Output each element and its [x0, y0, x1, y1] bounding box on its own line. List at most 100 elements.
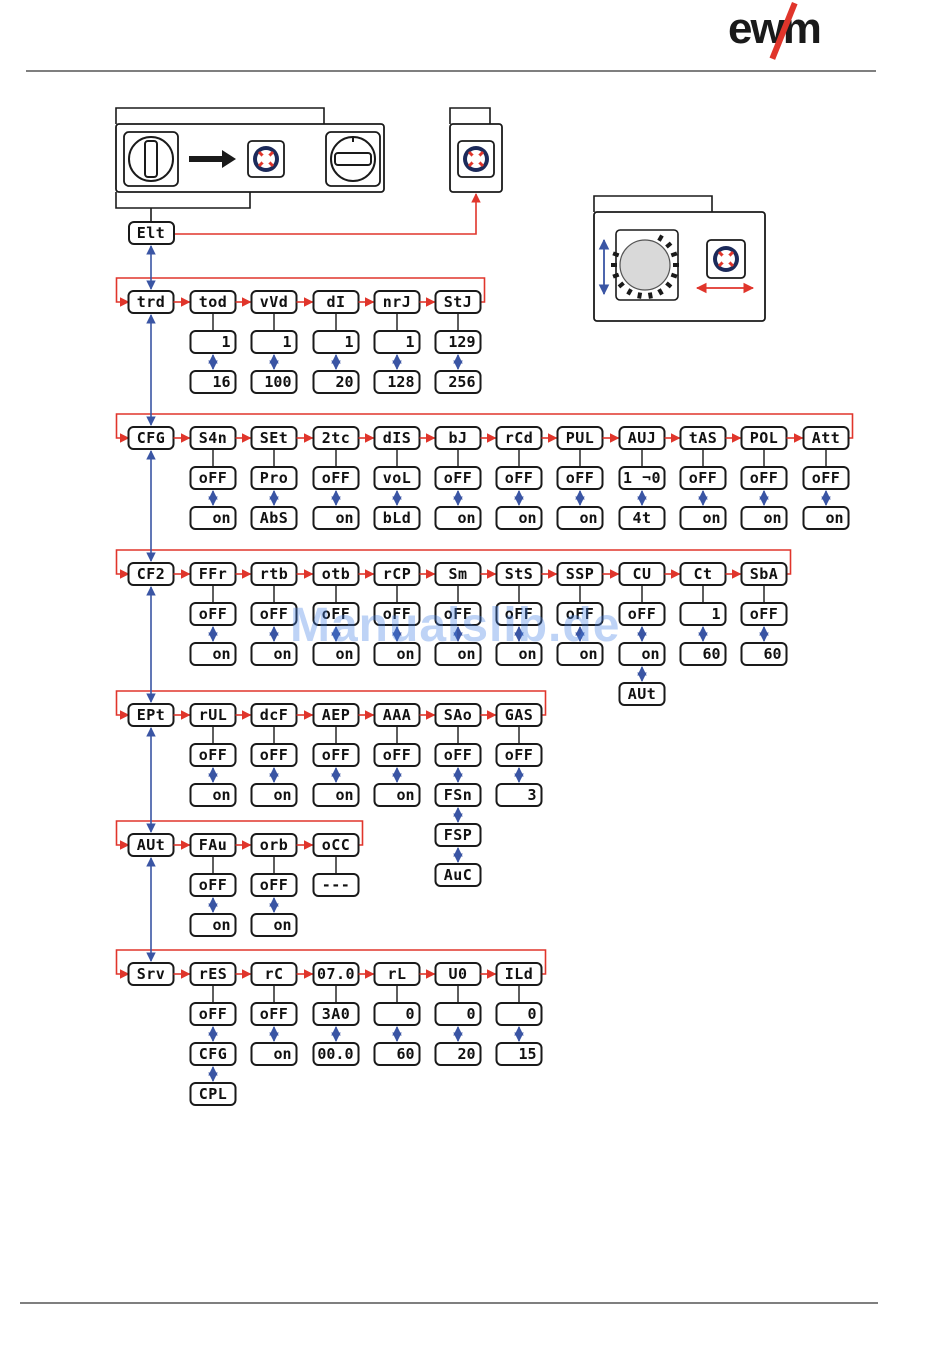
- value-box: on: [373, 783, 421, 807]
- value-box-label: voL: [383, 469, 412, 487]
- parameter-node: dIS: [373, 426, 421, 450]
- knob-tick: [657, 234, 664, 242]
- value-box: Pro: [250, 466, 298, 490]
- value-box: 3A0: [312, 1002, 360, 1026]
- value-box-label: CFG: [199, 1045, 228, 1063]
- parameter-node: tod: [189, 290, 237, 314]
- knob-tick: [670, 251, 678, 258]
- value-box: oFF: [250, 1002, 298, 1026]
- value-box-label: oFF: [322, 746, 351, 764]
- value-box-label: on: [335, 509, 353, 527]
- value-box-label: 3: [527, 786, 536, 804]
- value-box: on: [434, 642, 482, 666]
- value-box-label: on: [641, 645, 659, 663]
- value-box: oFF: [250, 873, 298, 897]
- row-loop-arrow: [115, 949, 547, 979]
- parameter-node-label: rC: [264, 965, 283, 983]
- parameter-node-label: FFr: [199, 565, 228, 583]
- parameter-node: rC: [250, 962, 298, 986]
- value-box: oFF: [556, 602, 604, 626]
- value-box-label: 00.0: [317, 1045, 353, 1063]
- parameter-node-label: CU: [632, 565, 651, 583]
- arrow-right-icon: [189, 150, 236, 168]
- parameter-node-label: S4n: [199, 429, 228, 447]
- value-box: FSP: [434, 823, 482, 847]
- value-box-label: 3A0: [322, 1005, 351, 1023]
- value-box: on: [312, 506, 360, 530]
- value-box: oFF: [802, 466, 850, 490]
- parameter-node-label: nrJ: [383, 293, 412, 311]
- parameter-node: nrJ: [373, 290, 421, 314]
- value-box-label: 0: [405, 1005, 414, 1023]
- parameter-node-label: tAS: [689, 429, 718, 447]
- menu-node-srv-label: Srv: [137, 965, 166, 983]
- parameter-node: rL: [373, 962, 421, 986]
- value-box-label: 1: [221, 333, 230, 351]
- control-panel-main: [115, 107, 385, 209]
- watermark: Manualslib.de: [290, 599, 621, 652]
- value-box-label: on: [212, 916, 230, 934]
- value-box-label: on: [273, 916, 291, 934]
- parameter-node-label: rL: [387, 965, 406, 983]
- parameter-node-label: PUL: [566, 429, 595, 447]
- menu-node-cfg: CFG: [127, 426, 175, 450]
- value-box: bLd: [373, 506, 421, 530]
- value-box: on: [556, 642, 604, 666]
- value-box: 60: [373, 1042, 421, 1066]
- parameter-node: vVd: [250, 290, 298, 314]
- value-box: 20: [434, 1042, 482, 1066]
- parameter-node: bJ: [434, 426, 482, 450]
- knob-tick: [612, 251, 620, 258]
- value-box-label: 4t: [632, 509, 651, 527]
- parameter-node-label: ILd: [505, 965, 534, 983]
- parameter-node: SEt: [250, 426, 298, 450]
- parameter-node: GAS: [495, 703, 543, 727]
- value-box-label: oFF: [383, 746, 412, 764]
- parameter-node: 07.0: [312, 962, 360, 986]
- parameter-node: SbA: [740, 562, 788, 586]
- parameter-node-label: SbA: [750, 565, 779, 583]
- value-box: AuC: [434, 863, 482, 887]
- value-box: 128: [373, 370, 421, 394]
- parameter-node: FFr: [189, 562, 237, 586]
- value-box: 100: [250, 370, 298, 394]
- navigation-legend-panel: [593, 195, 766, 322]
- value-box: CPL: [189, 1082, 237, 1106]
- parameter-node: otb: [312, 562, 360, 586]
- value-box: on: [495, 642, 543, 666]
- value-box-label: 0: [527, 1005, 536, 1023]
- value-box-label: 128: [387, 373, 414, 391]
- value-box-label: 60: [702, 645, 720, 663]
- value-box-label: oFF: [812, 469, 841, 487]
- value-box: on: [189, 913, 237, 937]
- value-box: AbS: [250, 506, 298, 530]
- parameter-node-label: rCP: [383, 565, 412, 583]
- value-box: oFF: [434, 743, 482, 767]
- value-box-label: oFF: [260, 746, 289, 764]
- parameter-node-label: AEP: [322, 706, 351, 724]
- parameter-node: AUJ: [618, 426, 666, 450]
- value-box-label: on: [763, 509, 781, 527]
- knob-tick: [665, 241, 673, 249]
- row-loop-arrow: [115, 549, 792, 579]
- push-button-icon: [706, 239, 746, 279]
- value-box-label: oFF: [199, 876, 228, 894]
- value-box-label: on: [273, 645, 291, 663]
- value-box-label: 100: [264, 373, 291, 391]
- value-box: 00.0: [312, 1042, 360, 1066]
- parameter-node-label: tod: [199, 293, 228, 311]
- value-box: on: [434, 506, 482, 530]
- parameter-node-label: GAS: [505, 706, 534, 724]
- value-box: oFF: [250, 743, 298, 767]
- value-box: FSn: [434, 783, 482, 807]
- power-switch-icon: [123, 131, 179, 187]
- parameter-node-label: FAu: [199, 836, 228, 854]
- value-box: on: [312, 783, 360, 807]
- parameter-node: ILd: [495, 962, 543, 986]
- parameter-node-label: otb: [322, 565, 351, 583]
- value-box-label: oFF: [566, 605, 595, 623]
- value-box-label: oFF: [199, 605, 228, 623]
- value-box: oFF: [373, 743, 421, 767]
